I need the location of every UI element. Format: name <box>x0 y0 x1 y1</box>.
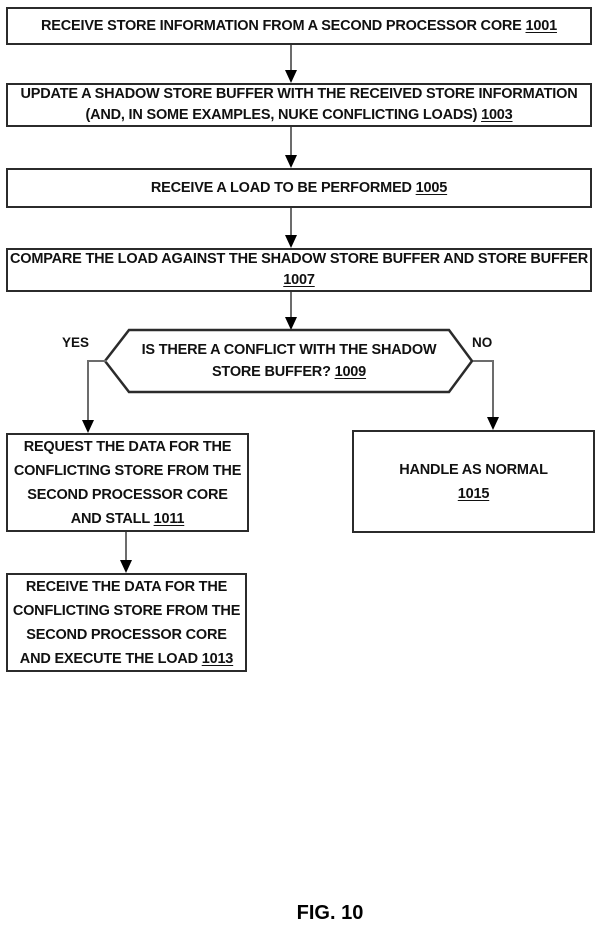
yes-branch-arrowhead <box>82 420 94 433</box>
step-1013-line1: RECEIVE THE DATA FOR THE <box>25 578 228 595</box>
no-branch-vline <box>492 360 494 417</box>
arrow-1005-1007-head <box>285 235 297 248</box>
arrow-1001-1003-line <box>290 45 292 71</box>
step-1003-text-line2: (AND, IN SOME EXAMPLES, NUKE CONFLICTING… <box>85 107 513 123</box>
step-1007-text-line1: COMPARE THE LOAD AGAINST THE SHADOW STOR… <box>9 251 589 267</box>
step-1011-box: REQUEST THE DATA FOR THE CONFLICTING STO… <box>6 433 249 532</box>
figure-caption: FIG. 10 <box>296 902 364 924</box>
step-1001-ref: 1001 <box>525 17 558 34</box>
yes-branch-vline <box>87 360 89 420</box>
step-1005-ref: 1005 <box>415 179 448 196</box>
no-branch-hline <box>473 360 494 362</box>
step-1003-ref: 1003 <box>481 107 513 123</box>
decision-1009-line1: IS THERE A CONFLICT WITH THE SHADOW <box>141 342 437 358</box>
step-1013-line3: SECOND PROCESSOR CORE <box>26 626 227 643</box>
step-1003-text-line1: UPDATE A SHADOW STORE BUFFER WITH THE RE… <box>20 86 578 102</box>
step-1001-box: RECEIVE STORE INFORMATION FROM A SECOND … <box>6 7 592 45</box>
step-1007-box: COMPARE THE LOAD AGAINST THE SHADOW STOR… <box>6 248 592 292</box>
step-1013-line2: CONFLICTING STORE FROM THE <box>12 602 241 619</box>
step-1011-line3: SECOND PROCESSOR CORE <box>27 486 228 503</box>
step-1015-box: HANDLE AS NORMAL 1015 <box>352 430 595 533</box>
step-1007-ref-line: 1007 <box>283 270 315 291</box>
arrow-1001-1003-head <box>285 70 297 83</box>
step-1011-line1: REQUEST THE DATA FOR THE <box>23 438 232 455</box>
step-1011-line2: CONFLICTING STORE FROM THE <box>13 462 242 479</box>
decision-1009-line2: STORE BUFFER? 1009 <box>211 364 367 380</box>
step-1011-line4: AND STALL 1011 <box>70 510 185 527</box>
step-1013-ref: 1013 <box>201 650 234 667</box>
step-1007-ref: 1007 <box>283 272 315 288</box>
step-1003-box: UPDATE A SHADOW STORE BUFFER WITH THE RE… <box>6 83 592 127</box>
decision-1009-ref: 1009 <box>334 364 367 380</box>
step-1013-box: RECEIVE THE DATA FOR THE CONFLICTING STO… <box>6 573 247 672</box>
arrow-1011-1013-line <box>125 532 127 560</box>
no-label: NO <box>472 335 493 350</box>
decision-1009-hexagon <box>103 328 474 394</box>
arrow-1003-1005-head <box>285 155 297 168</box>
arrow-1003-1005-line <box>290 127 292 155</box>
step-1005-text: RECEIVE A LOAD TO BE PERFORMED 1005 <box>150 179 448 196</box>
no-branch-arrowhead <box>487 417 499 430</box>
yes-label: YES <box>62 335 90 350</box>
decision-1009-text: IS THERE A CONFLICT WITH THE SHADOW STOR… <box>128 330 450 392</box>
step-1001-text: RECEIVE STORE INFORMATION FROM A SECOND … <box>41 17 558 34</box>
arrow-1005-1007-line <box>290 208 292 235</box>
step-1011-ref: 1011 <box>153 510 185 527</box>
step-1005-box: RECEIVE A LOAD TO BE PERFORMED 1005 <box>6 168 592 208</box>
step-1015-line1: HANDLE AS NORMAL <box>399 461 548 478</box>
step-1013-line4: AND EXECUTE THE LOAD 1013 <box>19 650 234 667</box>
step-1015-ref: 1015 <box>457 485 490 502</box>
yes-branch-hline <box>87 360 107 362</box>
arrow-1007-1009-head <box>285 317 297 330</box>
step-1015-ref-line: 1015 <box>457 482 490 506</box>
arrow-1011-1013-head <box>120 560 132 573</box>
arrow-1007-1009-line <box>290 292 292 317</box>
